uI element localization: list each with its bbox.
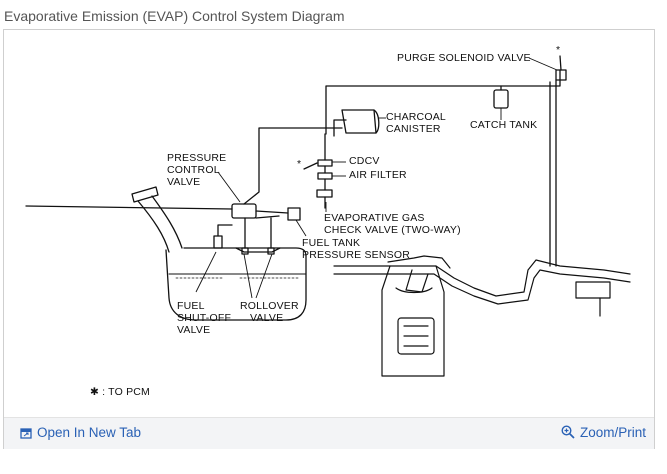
diagram-frame: PURGE SOLENOID VALVE * CHARCOAL CANISTER… bbox=[3, 29, 655, 449]
label-rollover-valve-1: ROLLOVER bbox=[240, 300, 299, 312]
label-pressure-control-valve-1: PRESSURE bbox=[167, 152, 226, 164]
label-evap-check-valve-2: CHECK VALVE (TWO-WAY) bbox=[324, 224, 461, 236]
label-fuel-tank-pressure-sensor-2: PRESSURE SENSOR bbox=[302, 249, 410, 261]
label-rollover-valve-2: VALVE bbox=[250, 312, 283, 324]
diagram-footer: Open In New Tab Zoom/Print bbox=[4, 417, 654, 449]
label-air-filter: AIR FILTER bbox=[349, 169, 407, 181]
filler-neck bbox=[131, 186, 183, 253]
tank-valves bbox=[213, 217, 281, 255]
external-window-icon bbox=[20, 427, 32, 442]
label-cdcv: CDCV bbox=[349, 155, 380, 167]
label-charcoal-canister-2: CANISTER bbox=[386, 123, 441, 135]
label-cdcv-asterisk: * bbox=[297, 158, 301, 170]
charcoal-canister bbox=[325, 69, 561, 137]
label-fuel-shutoff-valve-3: VALVE bbox=[177, 324, 210, 336]
label-charcoal-canister-1: CHARCOAL bbox=[386, 111, 446, 123]
engine bbox=[333, 255, 631, 377]
page-title: Evaporative Emission (EVAP) Control Syst… bbox=[4, 8, 345, 24]
open-in-new-tab-link[interactable]: Open In New Tab bbox=[20, 425, 141, 442]
label-evap-check-valve-1: EVAPORATIVE GAS bbox=[324, 212, 425, 224]
diagram-labels: PURGE SOLENOID VALVE * CHARCOAL CANISTER… bbox=[90, 44, 560, 398]
cdcv-filter-valve bbox=[303, 133, 333, 209]
purge-solenoid-and-catch-tank bbox=[493, 55, 567, 267]
label-fuel-shutoff-valve-2: SHUT-OFF bbox=[177, 312, 231, 324]
label-pressure-control-valve-3: VALVE bbox=[167, 176, 200, 188]
label-catch-tank: CATCH TANK bbox=[470, 119, 537, 131]
label-legend-to-pcm: ✱ : TO PCM bbox=[90, 386, 150, 398]
magnifier-plus-icon bbox=[561, 425, 575, 442]
zoom-print-label: Zoom/Print bbox=[579, 425, 646, 440]
evap-system-diagram: PURGE SOLENOID VALVE * CHARCOAL CANISTER… bbox=[25, 44, 631, 398]
label-pressure-control-valve-2: CONTROL bbox=[167, 164, 220, 176]
label-purge-solenoid-valve: PURGE SOLENOID VALVE bbox=[397, 52, 531, 64]
pressure-control-valve bbox=[25, 127, 335, 221]
label-fuel-shutoff-valve-1: FUEL bbox=[177, 300, 205, 312]
label-asterisk: * bbox=[556, 44, 560, 56]
open-in-new-tab-label: Open In New Tab bbox=[37, 425, 142, 440]
fuel-tank bbox=[165, 247, 307, 321]
zoom-print-link[interactable]: Zoom/Print bbox=[561, 425, 646, 442]
label-fuel-tank-pressure-sensor-1: FUEL TANK bbox=[302, 237, 360, 249]
